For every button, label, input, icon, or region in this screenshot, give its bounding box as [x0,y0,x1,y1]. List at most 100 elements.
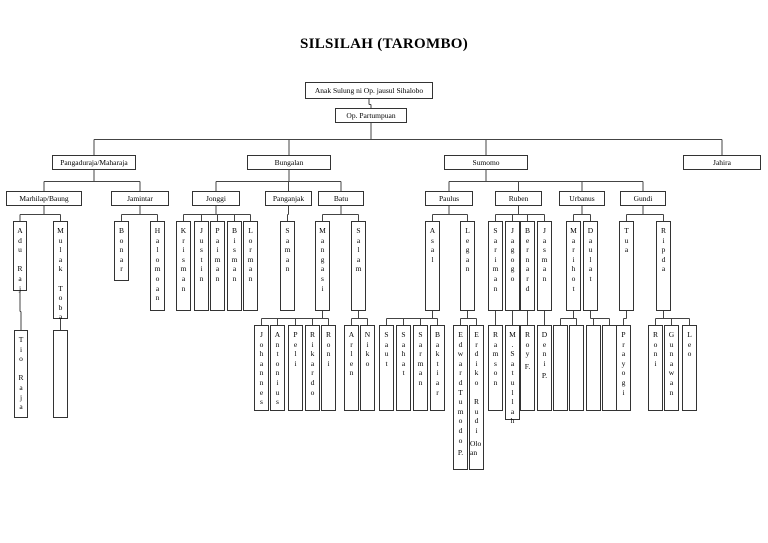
node-mulak-child [53,330,68,418]
node-batu: Batu [318,191,364,206]
node-urb-c3 [586,325,601,411]
node-urbanus: Urbanus [559,191,605,206]
node-panganjak: Panganjak [265,191,312,206]
node-jahira: Jahira [683,155,761,170]
node-urb-c2 [569,325,584,411]
node-label-suffix: F. [524,361,531,371]
node-urb-c1 [553,325,568,411]
node-partumpuan: Op. Partumpuan [335,108,407,123]
node-marhilap: Marhilap/Baung [6,191,82,206]
node-urb-c4 [602,325,617,411]
node-pangaduraja: Pangaduraja/Maharaja [52,155,136,170]
node-sumomo: Sumomo [444,155,528,170]
node-label-suffix: P. [457,448,464,458]
node-gundi: Gundi [620,191,666,206]
page-title: SILSILAH (TAROMBO) [299,36,469,52]
node-label-suffix: P. [541,371,548,381]
node-jonggi: Jonggi [192,191,240,206]
node-paulus: Paulus [425,191,473,206]
node-root: Anak Sulung ni Op. jausul Sihalobo [305,82,433,99]
node-jamintar: Jamintar [111,191,169,206]
node-label-suffix: Olo an [470,438,482,458]
node-ruben: Ruben [495,191,542,206]
